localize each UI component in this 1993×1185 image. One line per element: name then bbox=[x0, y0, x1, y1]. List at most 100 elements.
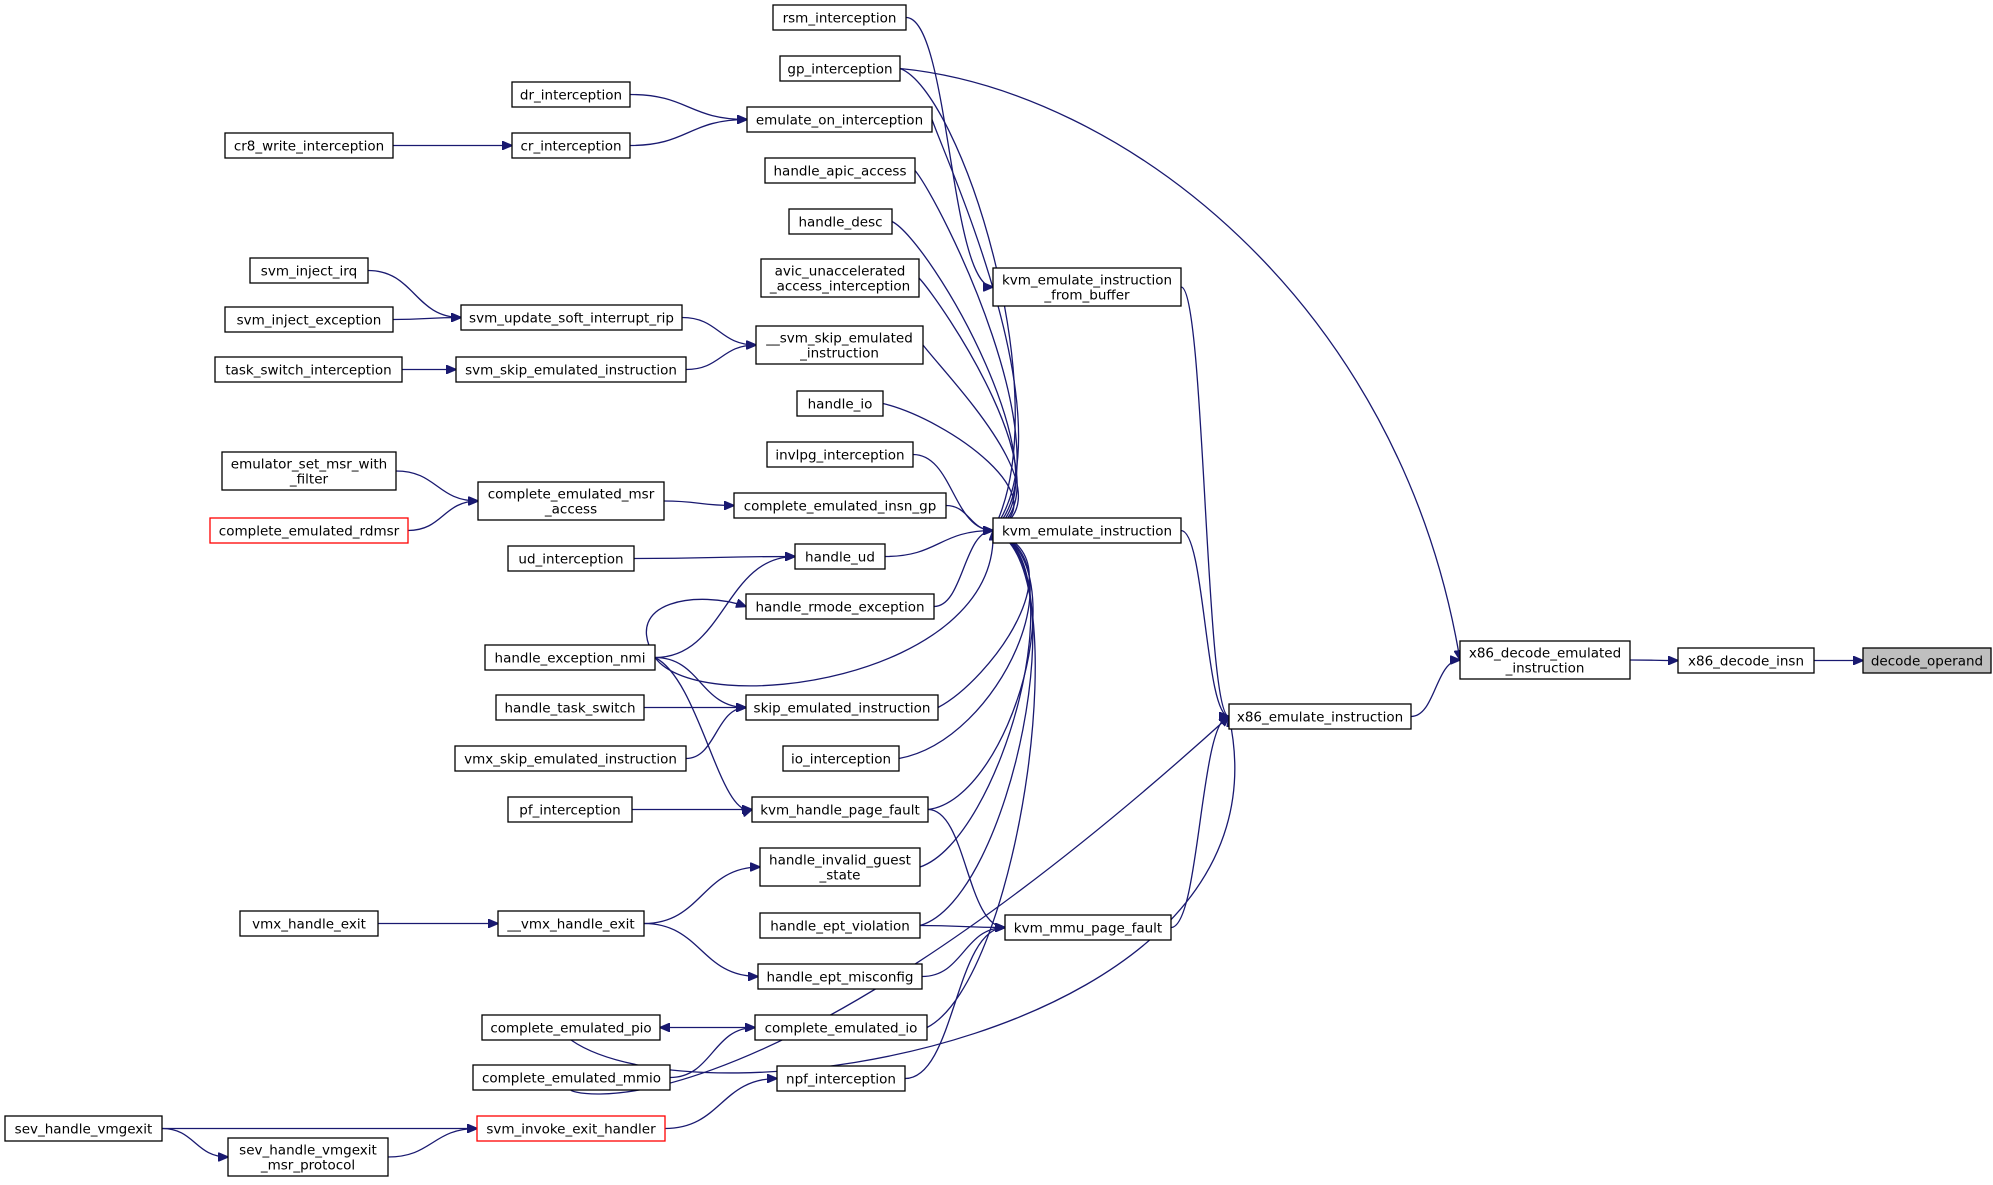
node-label: _access bbox=[544, 502, 597, 518]
node-svm_skip_emulated_instruction[interactable]: svm_skip_emulated_instruction bbox=[455, 356, 687, 383]
node-label: ud_interception bbox=[518, 552, 623, 568]
node-rsm_interception[interactable]: rsm_interception bbox=[772, 4, 907, 31]
node-box bbox=[454, 745, 687, 772]
node-box bbox=[472, 1064, 671, 1091]
node-skip_emulated_instruction[interactable]: skip_emulated_instruction bbox=[745, 694, 939, 721]
node-kvm_handle_page_fault[interactable]: kvm_handle_page_fault bbox=[751, 796, 929, 823]
node-box bbox=[497, 910, 645, 937]
node-kvm_emulate_instruction_from_buffer[interactable]: kvm_emulate_instruction_from_buffer bbox=[992, 267, 1182, 307]
edge-handle_ud-to-kvm_emulate_instruction bbox=[884, 531, 993, 558]
node-kvm_mmu_page_fault[interactable]: kvm_mmu_page_fault bbox=[1004, 914, 1172, 941]
edge-handle_exception_nmi-to-kvm_handle_page_fault bbox=[654, 656, 752, 811]
node-handle_ept_misconfig[interactable]: handle_ept_misconfig bbox=[757, 963, 923, 990]
node-x86_decode_emulated_instruction[interactable]: x86_decode_emulated_instruction bbox=[1459, 640, 1631, 680]
node-svm_inject_exception[interactable]: svm_inject_exception bbox=[224, 306, 394, 333]
node-box bbox=[214, 356, 403, 383]
node-handle_desc[interactable]: handle_desc bbox=[788, 208, 893, 235]
node-box bbox=[511, 81, 631, 108]
node-x86_decode_insn[interactable]: x86_decode_insn bbox=[1677, 647, 1815, 674]
edge-svm_invoke_exit_handler-to-npf_interception bbox=[664, 1079, 777, 1130]
node-emulate_on_interception[interactable]: emulate_on_interception bbox=[746, 106, 933, 133]
node-label: svm_skip_emulated_instruction bbox=[465, 363, 677, 379]
node-label: _filter bbox=[289, 472, 329, 488]
node-label: handle_exception_nmi bbox=[495, 651, 646, 667]
node-label: kvm_emulate_instruction bbox=[1002, 524, 1172, 540]
node-box bbox=[507, 545, 635, 572]
node-complete_emulated_io[interactable]: complete_emulated_io bbox=[754, 1014, 928, 1041]
node-complete_emulated_mmio[interactable]: complete_emulated_mmio bbox=[472, 1064, 671, 1091]
node-box bbox=[776, 1065, 906, 1092]
node-io_interception[interactable]: io_interception bbox=[782, 745, 900, 772]
node-handle_ept_violation[interactable]: handle_ept_violation bbox=[759, 912, 921, 939]
node-vmx_skip_emulated_instruction[interactable]: vmx_skip_emulated_instruction bbox=[454, 745, 687, 772]
node-box bbox=[511, 132, 631, 159]
node-cr8_write_interception[interactable]: cr8_write_interception bbox=[224, 132, 394, 159]
node-label: kvm_mmu_page_fault bbox=[1014, 921, 1162, 937]
node-handle_exception_nmi[interactable]: handle_exception_nmi bbox=[484, 644, 656, 671]
node-box bbox=[759, 847, 921, 887]
node-cr_interception[interactable]: cr_interception bbox=[511, 132, 631, 159]
edge-handle_exception_nmi-to-handle_ud bbox=[654, 557, 795, 659]
node-vmx_handle_exit[interactable]: vmx_handle_exit bbox=[239, 910, 379, 937]
node-kvm_emulate_instruction[interactable]: kvm_emulate_instruction bbox=[992, 517, 1182, 544]
node-box bbox=[221, 451, 397, 491]
node-npf_interception[interactable]: npf_interception bbox=[776, 1065, 906, 1092]
node-complete_emulated_insn_gp[interactable]: complete_emulated_insn_gp bbox=[733, 492, 947, 519]
node-label: handle_ud bbox=[805, 550, 875, 566]
node-label: x86_decode_emulated bbox=[1469, 646, 1621, 662]
edge-complete_emulated_insn_gp-to-kvm_emulate_instruction bbox=[945, 504, 993, 531]
node-svm_invoke_exit_handler[interactable]: svm_invoke_exit_handler bbox=[476, 1115, 666, 1142]
node-handle_io[interactable]: handle_io bbox=[796, 390, 884, 417]
node-ud_interception[interactable]: ud_interception bbox=[507, 545, 635, 572]
edge-handle_ept_misconfig-to-kvm_mmu_page_fault bbox=[921, 928, 1005, 978]
node-handle_task_switch[interactable]: handle_task_switch bbox=[495, 694, 645, 721]
node-handle_apic_access[interactable]: handle_apic_access bbox=[764, 157, 916, 184]
node-label: complete_emulated_insn_gp bbox=[744, 499, 937, 515]
node-box bbox=[484, 644, 656, 671]
node-complete_emulated_msr_access[interactable]: complete_emulated_msr_access bbox=[477, 481, 665, 521]
node-box bbox=[733, 492, 947, 519]
node-sev_handle_vmgexit[interactable]: sev_handle_vmgexit bbox=[4, 1115, 163, 1142]
edge-rsm_interception-to-kvm_emulate_instruction_from_buffer bbox=[905, 16, 993, 288]
node-box bbox=[1862, 647, 1992, 674]
node-svm_update_soft_interrupt_rip[interactable]: svm_update_soft_interrupt_rip bbox=[460, 304, 683, 331]
node-label: npf_interception bbox=[786, 1072, 896, 1088]
node-label: _state bbox=[819, 868, 861, 884]
node-label: pf_interception bbox=[519, 803, 620, 819]
node-box bbox=[1228, 703, 1412, 730]
node-invlpg_interception[interactable]: invlpg_interception bbox=[766, 441, 914, 468]
node-box bbox=[766, 441, 914, 468]
node-label: decode_operand bbox=[1871, 654, 1983, 670]
node-task_switch_interception[interactable]: task_switch_interception bbox=[214, 356, 403, 383]
node-dr_interception[interactable]: dr_interception bbox=[511, 81, 631, 108]
node-label: svm_invoke_exit_handler bbox=[486, 1122, 656, 1138]
node-handle_ud[interactable]: handle_ud bbox=[794, 543, 886, 570]
edge-svm_update_soft_interrupt_rip-to-__svm_skip_emulated_instruction bbox=[681, 316, 756, 346]
node-__vmx_handle_exit[interactable]: __vmx_handle_exit bbox=[497, 910, 645, 937]
node-label: kvm_emulate_instruction bbox=[1002, 273, 1172, 289]
edge-avic_unaccelerated_access_interception-to-kvm_emulate_instruction bbox=[918, 277, 1018, 531]
node-decode_operand[interactable]: decode_operand bbox=[1862, 647, 1992, 674]
node-handle_rmode_exception[interactable]: handle_rmode_exception bbox=[745, 593, 935, 620]
node-label: gp_interception bbox=[787, 62, 892, 78]
edge-svm_inject_irq-to-svm_update_soft_interrupt_rip bbox=[367, 269, 461, 318]
edge-complete_emulated_mmio-to-complete_emulated_io bbox=[669, 1028, 755, 1079]
edge-ud_interception-to-handle_ud bbox=[633, 557, 795, 559]
node-avic_unaccelerated_access_interception[interactable]: avic_unaccelerated_access_interception bbox=[760, 258, 920, 298]
node-label: vmx_handle_exit bbox=[252, 917, 366, 933]
node-handle_invalid_guest_state[interactable]: handle_invalid_guest_state bbox=[759, 847, 921, 887]
node-__svm_skip_emulated_instruction[interactable]: __svm_skip_emulated_instruction bbox=[755, 325, 924, 365]
node-box bbox=[992, 267, 1182, 307]
edge-kvm_mmu_page_fault-to-x86_emulate_instruction bbox=[1170, 717, 1229, 929]
node-box bbox=[755, 325, 924, 365]
node-sev_handle_vmgexit_msr_protocol[interactable]: sev_handle_vmgexit_msr_protocol bbox=[227, 1137, 389, 1177]
node-complete_emulated_pio[interactable]: complete_emulated_pio bbox=[481, 1014, 661, 1041]
node-complete_emulated_rdmsr[interactable]: complete_emulated_rdmsr bbox=[209, 517, 409, 544]
node-gp_interception[interactable]: gp_interception bbox=[779, 55, 901, 82]
node-emulator_set_msr_with_filter[interactable]: emulator_set_msr_with_filter bbox=[221, 451, 397, 491]
edge-complete_emulated_msr_access-to-complete_emulated_insn_gp bbox=[663, 500, 734, 506]
node-pf_interception[interactable]: pf_interception bbox=[507, 796, 633, 823]
node-box bbox=[239, 910, 379, 937]
node-x86_emulate_instruction[interactable]: x86_emulate_instruction bbox=[1228, 703, 1412, 730]
node-svm_inject_irq[interactable]: svm_inject_irq bbox=[249, 257, 369, 284]
